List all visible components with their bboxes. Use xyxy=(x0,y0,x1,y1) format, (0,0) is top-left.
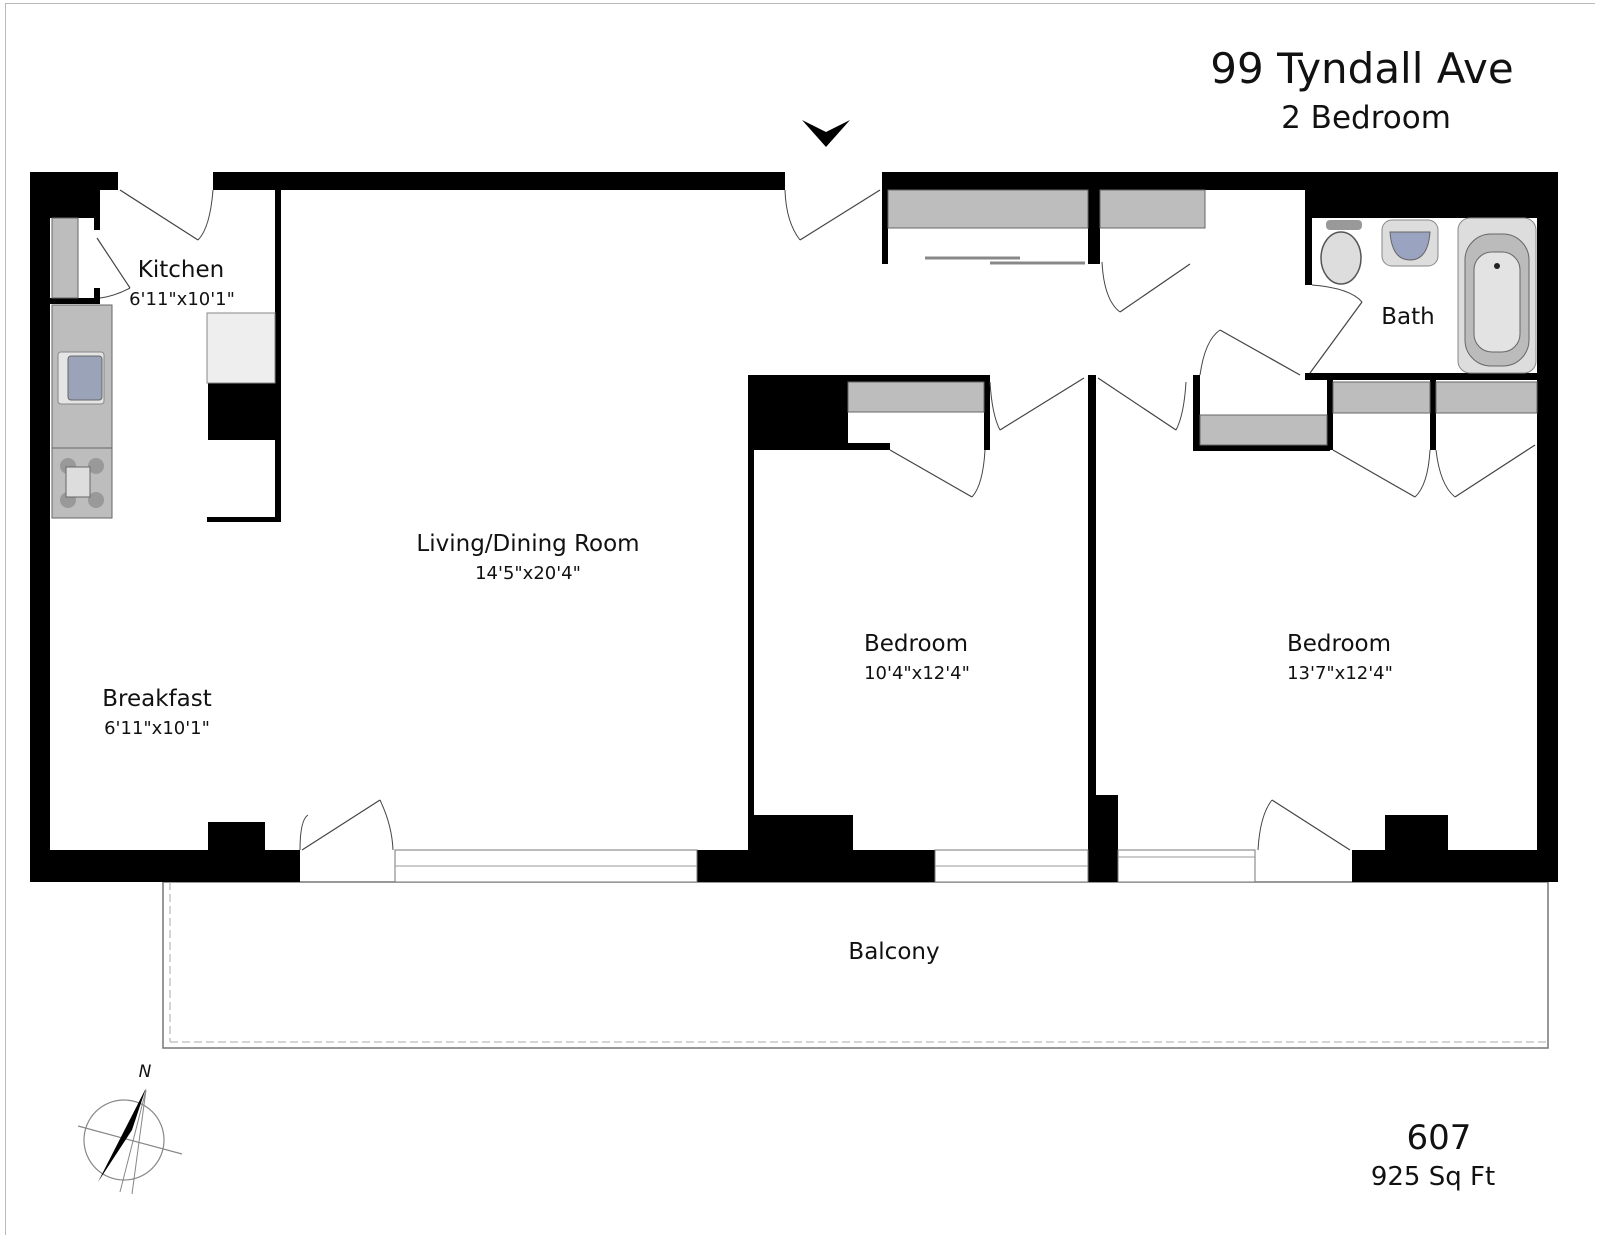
toilet-icon xyxy=(1320,231,1362,285)
room-dimensions-kitchen: 6'11"x10'1" xyxy=(129,289,235,310)
balcony-outline xyxy=(162,881,1549,1049)
unit-area: 925 Sq Ft xyxy=(1370,1162,1496,1192)
room-label-bedroom-2: Bedroom xyxy=(1286,631,1392,657)
entry-arrow-icon xyxy=(802,120,850,147)
room-label-kitchen: Kitchen xyxy=(137,257,225,283)
room-label-bath: Bath xyxy=(1381,304,1435,330)
room-label-balcony: Balcony xyxy=(848,939,940,965)
toilet-tank xyxy=(1326,220,1362,230)
room-dimensions-breakfast: 6'11"x10'1" xyxy=(104,718,210,739)
doors xyxy=(96,189,1536,851)
unit-number: 607 xyxy=(1406,1118,1472,1158)
room-dimensions-bedroom-2: 13'7"x12'4" xyxy=(1287,663,1393,684)
compass-icon xyxy=(77,1088,183,1195)
room-label-bedroom-1: Bedroom xyxy=(863,631,969,657)
address-title: 99 Tyndall Ave xyxy=(1210,44,1514,93)
room-dimensions-living-dining: 14'5"x20'4" xyxy=(475,563,581,584)
room-label-breakfast: Breakfast xyxy=(102,686,212,712)
unit-type: 2 Bedroom xyxy=(1281,100,1451,136)
windows xyxy=(394,849,1256,883)
room-dimensions-bedroom-1: 10'4"x12'4" xyxy=(864,663,970,684)
walls xyxy=(30,172,1558,882)
refrigerator xyxy=(206,312,276,384)
room-label-living-dining: Living/Dining Room xyxy=(416,531,640,557)
cabinets xyxy=(51,189,1538,519)
image-frame xyxy=(5,3,1595,1235)
compass-north-label: N xyxy=(138,1062,152,1082)
bath-fixtures xyxy=(1320,217,1537,374)
